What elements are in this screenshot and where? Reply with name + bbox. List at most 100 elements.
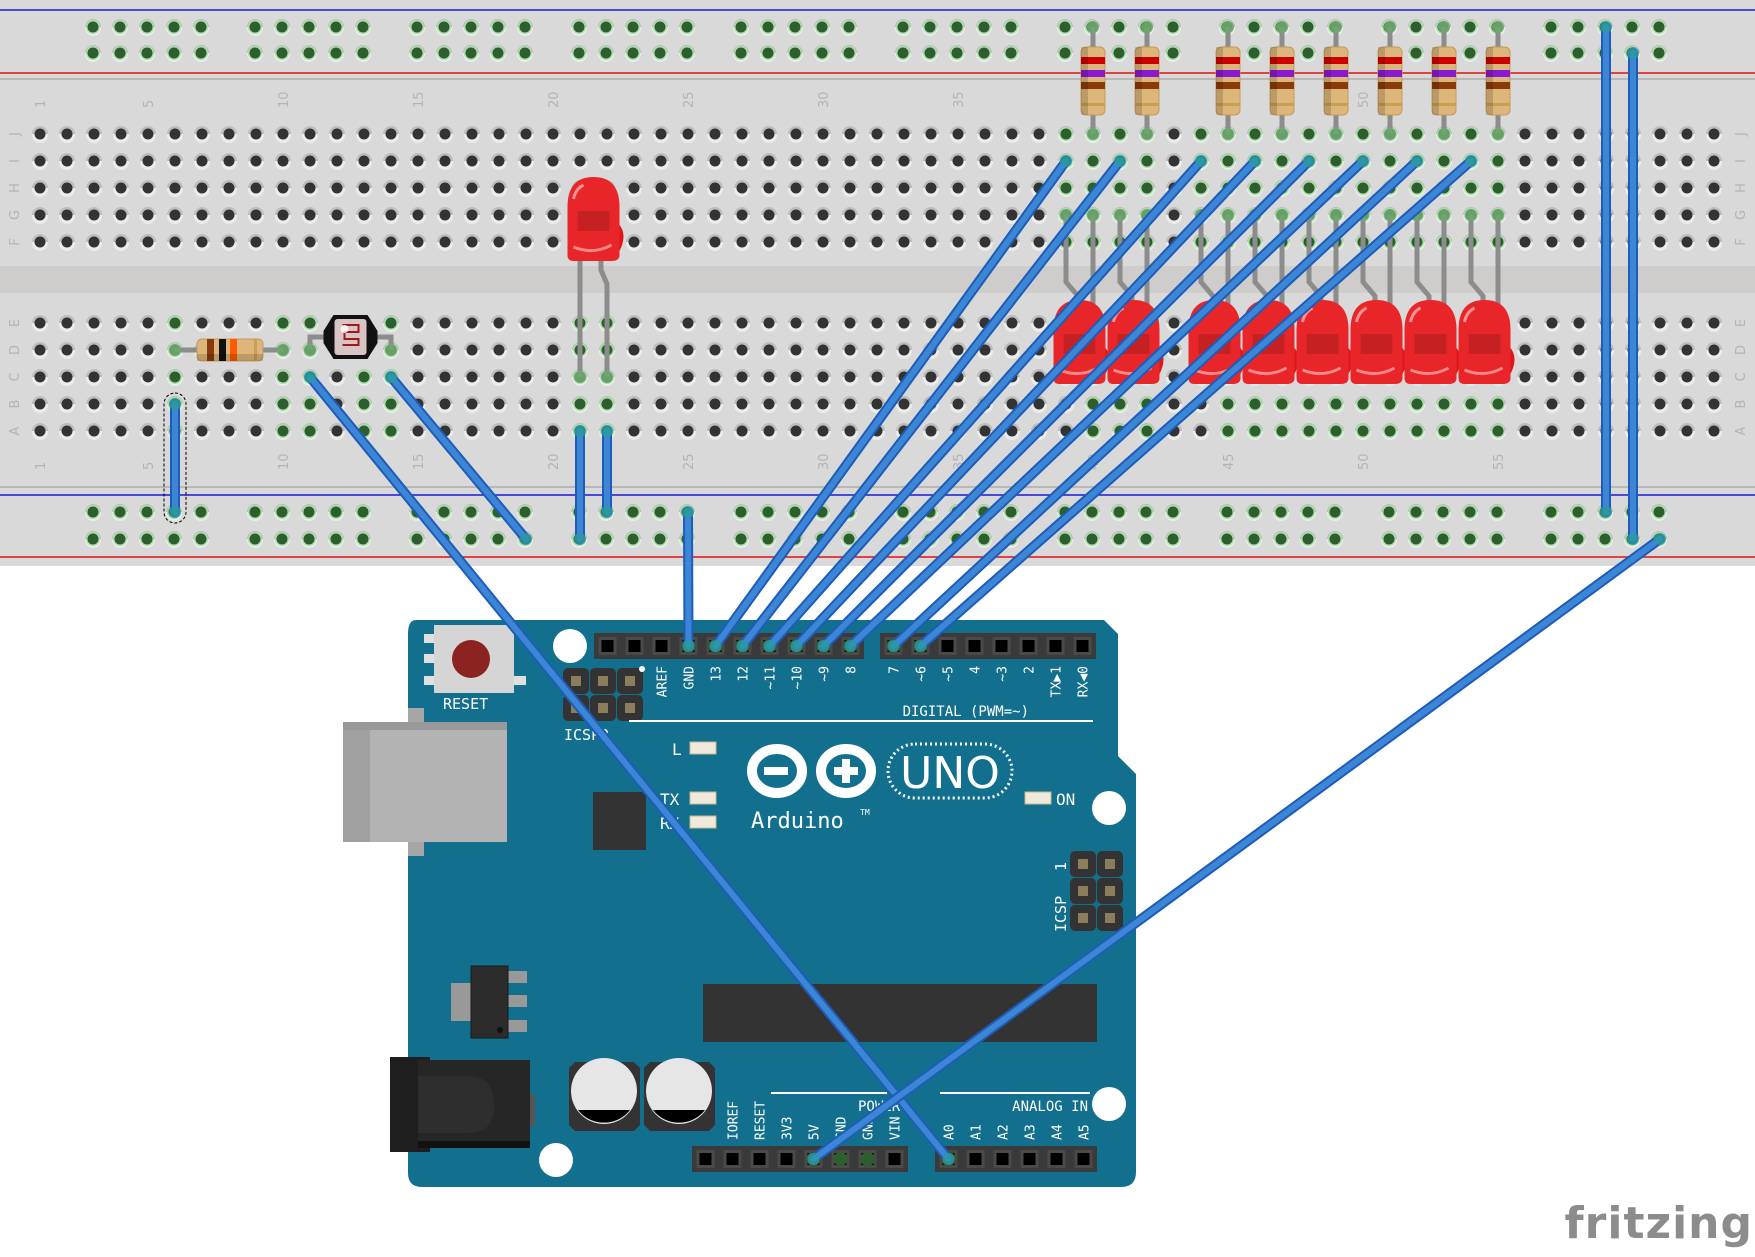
breadboard-hole[interactable]	[1679, 369, 1695, 386]
breadboard-hole[interactable]	[275, 315, 291, 332]
breadboard-hole[interactable]	[1246, 531, 1262, 548]
breadboard-hole[interactable]	[869, 342, 885, 359]
breadboard-hole[interactable]	[518, 369, 534, 386]
wire-end[interactable]	[709, 640, 722, 652]
breadboard-hole[interactable]	[1219, 504, 1235, 521]
header-pin-hole[interactable]	[1076, 640, 1089, 652]
breadboard-hole[interactable]	[275, 369, 291, 386]
breadboard-hole[interactable]	[437, 153, 453, 170]
wire-end[interactable]	[1195, 155, 1207, 167]
breadboard-hole[interactable]	[707, 153, 723, 170]
breadboard-hole[interactable]	[598, 531, 614, 548]
breadboard-hole[interactable]	[221, 126, 237, 143]
breadboard-hole[interactable]	[275, 180, 291, 197]
breadboard-hole[interactable]	[464, 369, 480, 386]
breadboard-hole[interactable]	[383, 315, 399, 332]
breadboard-hole[interactable]	[221, 234, 237, 251]
breadboard-hole[interactable]	[1570, 19, 1586, 36]
breadboard-hole[interactable]	[1274, 396, 1290, 413]
breadboard-hole[interactable]	[1679, 396, 1695, 413]
breadboard-hole[interactable]	[464, 180, 480, 197]
breadboard-hole[interactable]	[761, 126, 777, 143]
breadboard-hole[interactable]	[815, 315, 831, 332]
breadboard-hole[interactable]	[1490, 396, 1506, 413]
wire-end[interactable]	[520, 533, 532, 545]
breadboard-hole[interactable]	[734, 396, 750, 413]
breadboard-hole[interactable]	[1247, 126, 1263, 143]
breadboard-hole[interactable]	[1112, 126, 1128, 143]
breadboard-hole[interactable]	[59, 180, 75, 197]
breadboard-hole[interactable]	[167, 153, 183, 170]
breadboard-hole[interactable]	[1435, 504, 1451, 521]
breadboard-hole[interactable]	[1462, 504, 1478, 521]
wire-end[interactable]	[385, 371, 397, 383]
header-pin-hole[interactable]	[1049, 640, 1062, 652]
breadboard-hole[interactable]	[1139, 153, 1155, 170]
breadboard-hole[interactable]	[626, 315, 642, 332]
breadboard-hole[interactable]	[139, 531, 155, 548]
breadboard-hole[interactable]	[545, 153, 561, 170]
breadboard-hole[interactable]	[112, 45, 128, 62]
breadboard-hole[interactable]	[1220, 396, 1236, 413]
breadboard-hole[interactable]	[1463, 180, 1479, 197]
breadboard-hole[interactable]	[950, 342, 966, 359]
breadboard-hole[interactable]	[518, 396, 534, 413]
header-pin-hole[interactable]	[753, 1153, 766, 1165]
breadboard-hole[interactable]	[86, 126, 102, 143]
breadboard-hole[interactable]	[1408, 504, 1424, 521]
wire-end[interactable]	[1060, 155, 1072, 167]
breadboard-hole[interactable]	[1301, 423, 1317, 440]
breadboard-hole[interactable]	[302, 315, 318, 332]
breadboard-hole[interactable]	[302, 423, 318, 440]
breadboard-hole[interactable]	[32, 153, 48, 170]
breadboard-hole[interactable]	[464, 342, 480, 359]
breadboard-hole[interactable]	[950, 207, 966, 224]
breadboard-hole[interactable]	[86, 234, 102, 251]
breadboard-hole[interactable]	[869, 369, 885, 386]
breadboard-hole[interactable]	[760, 504, 776, 521]
breadboard-hole[interactable]	[734, 315, 750, 332]
breadboard-hole[interactable]	[680, 153, 696, 170]
breadboard-hole[interactable]	[1004, 315, 1020, 332]
breadboard-hole[interactable]	[221, 423, 237, 440]
breadboard-hole[interactable]	[950, 126, 966, 143]
breadboard-hole[interactable]	[248, 423, 264, 440]
breadboard-hole[interactable]	[653, 207, 669, 224]
wire-end[interactable]	[682, 640, 695, 652]
breadboard-hole[interactable]	[815, 369, 831, 386]
breadboard-hole[interactable]	[1246, 504, 1262, 521]
breadboard-hole[interactable]	[923, 126, 939, 143]
breadboard-hole[interactable]	[1544, 423, 1560, 440]
breadboard-hole[interactable]	[86, 369, 102, 386]
breadboard-hole[interactable]	[1679, 180, 1695, 197]
wire-end[interactable]	[736, 640, 749, 652]
breadboard-hole[interactable]	[383, 207, 399, 224]
wire-end[interactable]	[1600, 506, 1612, 518]
breadboard-hole[interactable]	[895, 45, 911, 62]
breadboard-hole[interactable]	[1571, 369, 1587, 386]
breadboard-hole[interactable]	[950, 234, 966, 251]
breadboard-hole[interactable]	[842, 126, 858, 143]
breadboard-hole[interactable]	[1571, 342, 1587, 359]
breadboard-hole[interactable]	[545, 207, 561, 224]
breadboard-hole[interactable]	[1112, 180, 1128, 197]
breadboard-hole[interactable]	[517, 504, 533, 521]
breadboard-hole[interactable]	[626, 396, 642, 413]
breadboard-hole[interactable]	[788, 342, 804, 359]
breadboard-hole[interactable]	[761, 315, 777, 332]
breadboard-hole[interactable]	[598, 19, 614, 36]
breadboard-hole[interactable]	[760, 531, 776, 548]
breadboard-hole[interactable]	[949, 19, 965, 36]
breadboard-hole[interactable]	[1355, 396, 1371, 413]
breadboard-hole[interactable]	[518, 423, 534, 440]
breadboard-hole[interactable]	[436, 19, 452, 36]
breadboard-hole[interactable]	[1084, 531, 1100, 548]
breadboard-hole[interactable]	[1219, 531, 1235, 548]
breadboard-hole[interactable]	[842, 423, 858, 440]
breadboard-hole[interactable]	[383, 180, 399, 197]
breadboard-hole[interactable]	[248, 207, 264, 224]
breadboard-hole[interactable]	[1382, 153, 1398, 170]
breadboard-hole[interactable]	[1679, 342, 1695, 359]
breadboard-hole[interactable]	[788, 315, 804, 332]
breadboard-hole[interactable]	[491, 207, 507, 224]
